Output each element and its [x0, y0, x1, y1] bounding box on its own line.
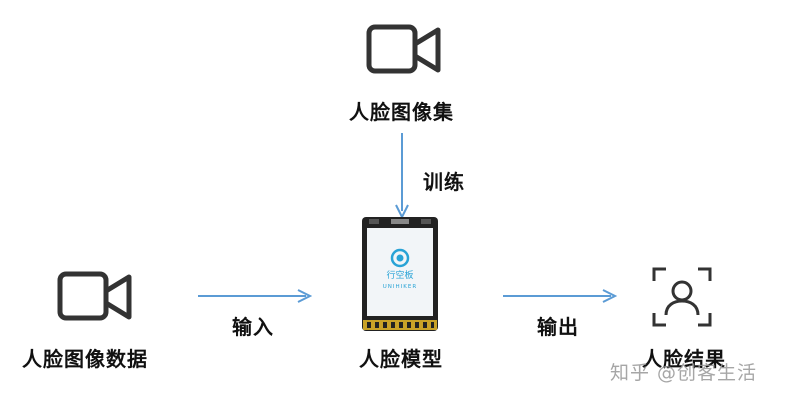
- edge-connector-pins: [363, 320, 437, 330]
- device-brand-en: UNIHIKER: [383, 284, 417, 290]
- train-arrow: [395, 133, 409, 219]
- unihiker-logo: [390, 248, 410, 268]
- input-label: 输入: [232, 315, 274, 339]
- dataset-label: 人脸图像集: [349, 100, 454, 124]
- video-camera-icon: [57, 271, 132, 321]
- model-label: 人脸模型: [359, 347, 443, 371]
- face-scan-icon: [652, 267, 712, 327]
- output-label: 输出: [537, 315, 579, 339]
- input-data-label: 人脸图像数据: [22, 347, 148, 371]
- watermark: 知乎 @创客生活: [610, 362, 758, 384]
- unihiker-board: 行空板 UNIHIKER: [362, 217, 438, 331]
- device-brand-cn: 行空板: [386, 269, 413, 281]
- result-label: 人脸结果: [642, 347, 726, 371]
- output-arrow: [503, 289, 617, 303]
- train-label: 训练: [423, 170, 465, 194]
- video-camera-icon: [366, 24, 441, 74]
- input-arrow: [198, 289, 312, 303]
